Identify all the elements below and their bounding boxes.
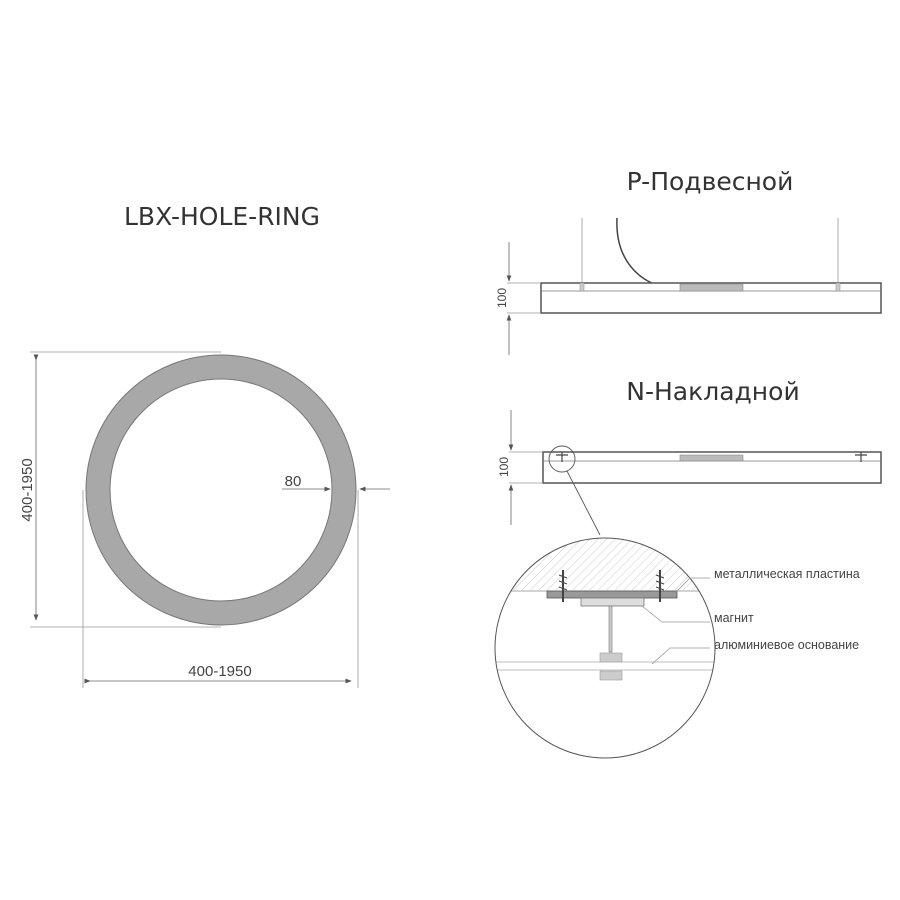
suspended-title: P-Подвесной (627, 167, 794, 196)
surface-side-view: 100 (497, 410, 882, 536)
product-title: LBX-HOLE-RING (124, 202, 320, 231)
surface-height-label: 100 (497, 457, 511, 477)
callout-aluminium-base: алюминиевое основание (714, 638, 859, 652)
callout-magnet: магнит (714, 611, 754, 625)
ring-height-label: 400-1950 (19, 458, 36, 521)
ring-thickness-label: 80 (285, 473, 302, 490)
surface-title: N-Накладной (626, 377, 799, 406)
ring-width-label: 400-1950 (188, 663, 251, 680)
suspended-side-view: 100 (495, 217, 882, 355)
mounting-detail (494, 537, 716, 759)
suspended-height-label: 100 (495, 288, 509, 308)
ring-front-view (85, 354, 357, 626)
ring-thickness-dimension: 80 (282, 473, 390, 492)
ring-height-dimension: 400-1950 (19, 351, 221, 628)
ring-width-dimension: 400-1950 (82, 490, 359, 688)
callout-metal-plate: металлическая пластина (714, 567, 860, 581)
